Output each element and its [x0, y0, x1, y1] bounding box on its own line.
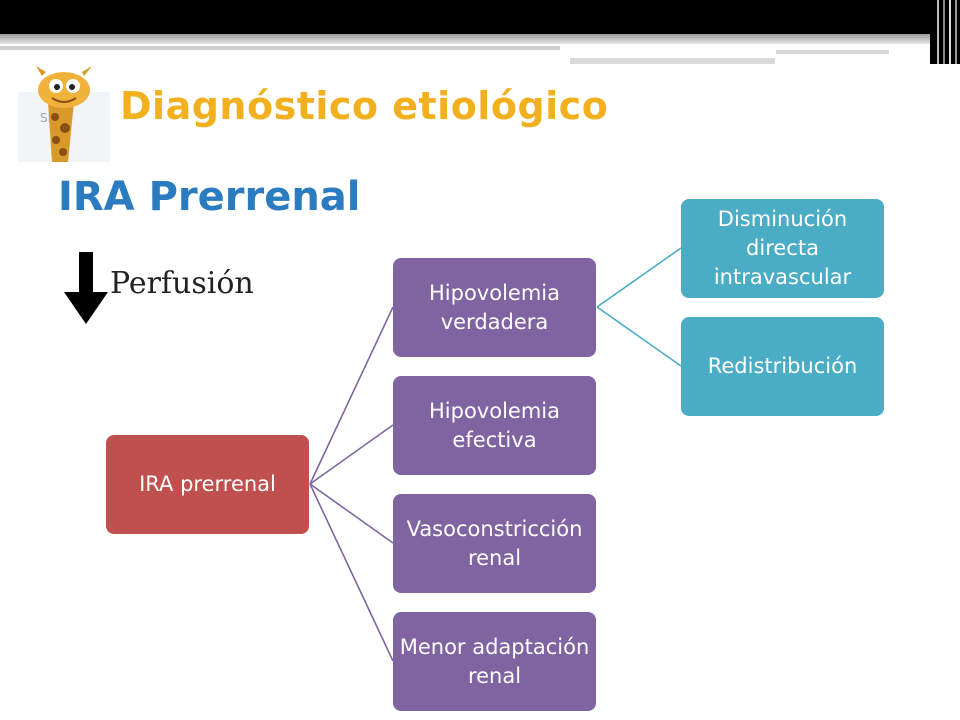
- top-bar-gradient: [0, 34, 960, 44]
- page-title: Diagnóstico etiológico: [120, 84, 609, 128]
- connector-root-menor-adaptacion: [309, 483, 394, 662]
- connector-hv-disminucion: [596, 247, 682, 308]
- top-stripe-right-2: [776, 50, 889, 54]
- node-redistribucion: Redistribución: [681, 317, 884, 416]
- connector-root-vasoconstriccion: [309, 483, 394, 544]
- connector-hv-redistribucion: [596, 306, 682, 367]
- page-subtitle: IRA Prerrenal: [58, 174, 361, 220]
- node-vasoconstriccion-renal: Vasoconstricción renal: [393, 494, 596, 593]
- perfusion-label: Perfusión: [110, 266, 254, 301]
- top-stripe-right: [570, 58, 775, 64]
- node-hipovolemia-efectiva: Hipovolemia efectiva: [393, 376, 596, 475]
- node-hipovolemia-verdadera: Hipovolemia verdadera: [393, 258, 596, 357]
- top-stripe: [0, 46, 560, 50]
- connector-root-hipovolemia-verdadera: [309, 306, 394, 485]
- giraffe-logo: SRF: [18, 66, 110, 162]
- top-bar: [0, 0, 960, 34]
- node-menor-adaptacion-renal: Menor adaptación renal: [393, 612, 596, 711]
- connector-root-hipovolemia-efectiva: [309, 424, 394, 485]
- node-disminucion-directa-intravascular: Disminución directa intravascular: [681, 199, 884, 298]
- node-ira-prerrenal: IRA prerrenal: [106, 435, 309, 534]
- down-arrow-icon: [64, 252, 108, 324]
- corner-lines-decoration: [930, 0, 960, 64]
